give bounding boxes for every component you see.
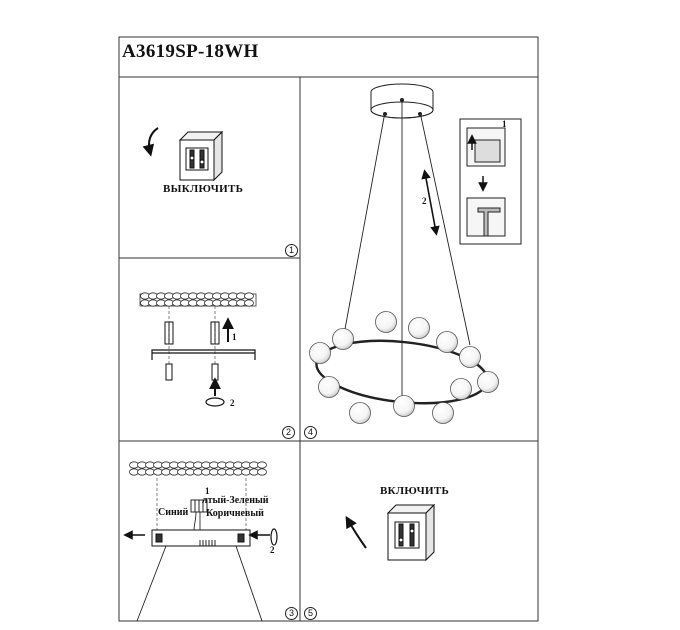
panel-number: 4	[304, 426, 317, 439]
screw-right	[211, 363, 219, 381]
chain-link	[257, 468, 267, 476]
wall-switch-icon	[386, 503, 436, 562]
glass-globe	[450, 378, 472, 400]
chain-link	[244, 292, 254, 300]
mounting-plate-panel	[139, 292, 257, 407]
switch-off-panel	[142, 127, 224, 182]
rotate-arrow-icon	[345, 515, 367, 549]
panel-number: 5	[304, 607, 317, 620]
glass-globe	[432, 402, 454, 424]
glass-globe	[459, 346, 481, 368]
canopy-side-view	[151, 529, 251, 547]
wire-yellow-green-label: лтый-Зеленый	[202, 495, 269, 506]
chain-link	[257, 461, 267, 469]
panel-number: 2	[282, 426, 295, 439]
terminal-block	[190, 499, 208, 513]
glass-globe	[349, 402, 371, 424]
glass-globe	[309, 342, 331, 364]
switch-on-panel	[345, 503, 436, 562]
height-adjust-arrow-icon	[421, 169, 440, 236]
wire-brown-label: Коричневый	[206, 508, 264, 519]
glass-globes	[309, 311, 499, 424]
step-number: 1	[502, 119, 507, 129]
glass-globe	[408, 317, 430, 339]
switch-on-label: ВКЛЮЧИТЬ	[380, 485, 450, 497]
ceiling-hatch-loops	[129, 461, 267, 476]
panel-number: 1	[285, 244, 298, 257]
glass-globe	[393, 395, 415, 417]
step-number: 1	[205, 486, 210, 496]
chandelier-panel	[309, 83, 522, 424]
wiring-panel	[123, 461, 278, 622]
chain-link	[244, 299, 254, 307]
wires	[193, 511, 201, 531]
glass-globe	[318, 376, 340, 398]
glass-globe	[477, 371, 499, 393]
wall-switch-icon	[178, 130, 224, 182]
screwdriver-rotate-icon	[270, 528, 278, 546]
rotate-arrow-icon	[142, 127, 159, 157]
mounting-bracket	[151, 349, 256, 360]
step-number: 2	[270, 545, 275, 555]
screw-left	[165, 363, 173, 381]
glass-globe	[436, 331, 458, 353]
step-number: 1	[232, 332, 237, 342]
sheet-frame	[118, 36, 539, 622]
switch-off-label: ВЫКЛЮЧИТЬ	[163, 183, 244, 195]
step-number: 2	[422, 196, 427, 206]
model-title: A3619SP-18WH	[122, 41, 259, 62]
suspension-cables	[342, 100, 471, 400]
glass-globe	[332, 328, 354, 350]
panel-number: 3	[285, 607, 298, 620]
glass-globe	[375, 311, 397, 333]
cable-clamps	[383, 98, 422, 116]
cable-clamp-detail	[459, 118, 522, 245]
suspension-cables	[136, 545, 263, 622]
screwdriver-rotate-icon	[205, 397, 225, 407]
step-number: 2	[230, 398, 235, 408]
ceiling-hatch-loops	[140, 292, 254, 307]
wire-blue-label: Синий	[158, 507, 189, 518]
